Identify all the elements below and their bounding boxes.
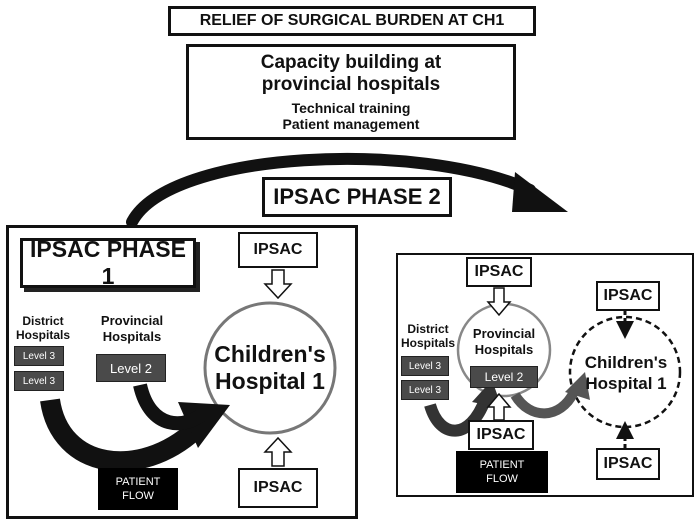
ch1-circle-phase2 bbox=[568, 315, 682, 429]
phase2-level2: Level 2 bbox=[470, 366, 538, 388]
phase1-level2: Level 2 bbox=[96, 354, 166, 382]
capacity-item-technical-training: Technical training bbox=[291, 100, 411, 116]
capacity-item-patient-management: Patient management bbox=[282, 116, 420, 132]
phase1-patient-flow-line2: FLOW bbox=[122, 490, 154, 502]
phase2-curved-arrow bbox=[126, 152, 536, 228]
phase1-provincial-line1: Provincial bbox=[100, 313, 164, 328]
phase2-flow-arrow-right bbox=[510, 389, 579, 419]
capacity-building-box: Capacity building at provincial hospital… bbox=[186, 44, 516, 140]
phase2-level3-b: Level 3 bbox=[401, 380, 449, 400]
phase2-ipsac-top-left-text: IPSAC bbox=[474, 263, 524, 280]
phase2-district-hospitals-label: District Hospitals bbox=[400, 322, 456, 350]
phase1-level2-text: Level 2 bbox=[110, 360, 152, 376]
phase1-ipsac-top-text: IPSAC bbox=[253, 241, 303, 258]
phase1-ch-line2: Hospital 1 bbox=[215, 368, 325, 394]
phase2-ch-line2: Hospital 1 bbox=[585, 374, 667, 393]
phase1-label: IPSAC PHASE 1 bbox=[30, 236, 186, 289]
phase2-label-box: IPSAC PHASE 2 bbox=[262, 177, 452, 217]
phase1-ipsac-top: IPSAC bbox=[238, 232, 318, 268]
phase1-district-hospitals-label: District Hospitals bbox=[10, 314, 76, 342]
phase1-district-line2: Hospitals bbox=[15, 328, 70, 342]
phase2-district-line1: District bbox=[407, 322, 449, 336]
phase1-patient-flow-line1: PATIENT bbox=[115, 476, 161, 488]
ipsac-down-arrow-phase2 bbox=[486, 287, 512, 317]
ch1-circle-phase1 bbox=[203, 301, 337, 435]
phase2-patient-flow-line1: PATIENT bbox=[479, 459, 525, 471]
capacity-heading-line2: provincial hospitals bbox=[261, 74, 441, 95]
phase2-patient-flow-box: PATIENT FLOW bbox=[456, 451, 548, 493]
phase2-provincial-line2: Hospitals bbox=[474, 342, 534, 357]
phase2-arrow-head bbox=[512, 172, 568, 212]
phase2-level3-a-text: Level 3 bbox=[408, 360, 442, 372]
phase2-label: IPSAC PHASE 2 bbox=[273, 184, 441, 209]
phase1-panel bbox=[6, 225, 358, 519]
title-text: RELIEF OF SURGICAL BURDEN AT CH1 bbox=[199, 12, 505, 29]
phase2-ipsac-bottom-right-text: IPSAC bbox=[603, 455, 653, 472]
phase1-level3-a: Level 3 bbox=[14, 346, 64, 366]
phase2-patient-flow-line2: FLOW bbox=[486, 473, 518, 485]
phase2-ch-line1: Children's bbox=[584, 353, 668, 372]
capacity-heading-line1: Capacity building at bbox=[260, 52, 442, 73]
phase1-level3-b-text: Level 3 bbox=[22, 375, 56, 387]
phase2-panel bbox=[396, 253, 694, 497]
phase2-ipsac-top-right-text: IPSAC bbox=[603, 287, 653, 304]
phase2-level3-a: Level 3 bbox=[401, 356, 449, 376]
ipsac-up-arrow-phase2 bbox=[486, 392, 512, 421]
phase1-ipsac-bottom: IPSAC bbox=[238, 468, 318, 508]
phase1-level3-a-text: Level 3 bbox=[22, 350, 56, 362]
title-box: RELIEF OF SURGICAL BURDEN AT CH1 bbox=[168, 6, 536, 36]
phase1-district-line1: District bbox=[22, 314, 64, 328]
phase1-childrens-hospital-label: Children's Hospital 1 bbox=[205, 330, 335, 406]
phase2-level2-text: Level 2 bbox=[484, 370, 524, 384]
phase2-childrens-hospital-label: Children's Hospital 1 bbox=[576, 348, 676, 398]
phase1-level3-b: Level 3 bbox=[14, 371, 64, 391]
phase2-ipsac-top-right: IPSAC bbox=[596, 281, 660, 311]
phase2-flow-arrow-left bbox=[424, 397, 491, 437]
phase2-provincial-line1: Provincial bbox=[472, 326, 536, 341]
phase2-ipsac-mid-text: IPSAC bbox=[476, 426, 526, 443]
phase1-patient-flow-box: PATIENT FLOW bbox=[98, 468, 178, 510]
phase2-district-line2: Hospitals bbox=[400, 336, 455, 350]
phase1-provincial-line2: Hospitals bbox=[102, 329, 162, 344]
patient-flow-arrow-big bbox=[40, 398, 202, 472]
ipsac-down-arrow-phase1 bbox=[263, 269, 293, 300]
ipsac-up-arrow-phase1 bbox=[263, 436, 293, 467]
phase2-level3-b-text: Level 3 bbox=[408, 384, 442, 396]
phase2-ipsac-bottom-right: IPSAC bbox=[596, 448, 660, 480]
phase2-ipsac-mid: IPSAC bbox=[468, 420, 534, 450]
phase2-ipsac-top-left: IPSAC bbox=[466, 257, 532, 287]
phase1-provincial-hospitals-label: Provincial Hospitals bbox=[92, 313, 172, 345]
patient-flow-arrow-small bbox=[133, 383, 210, 431]
phase2-flow-arrow-right-head bbox=[565, 372, 590, 400]
phase1-ch-line1: Children's bbox=[214, 341, 326, 367]
phase1-ipsac-bottom-text: IPSAC bbox=[253, 479, 303, 496]
phase1-label-box: IPSAC PHASE 1 bbox=[20, 236, 196, 289]
phase2-provincial-hospitals-label: Provincial Hospitals bbox=[462, 326, 546, 358]
